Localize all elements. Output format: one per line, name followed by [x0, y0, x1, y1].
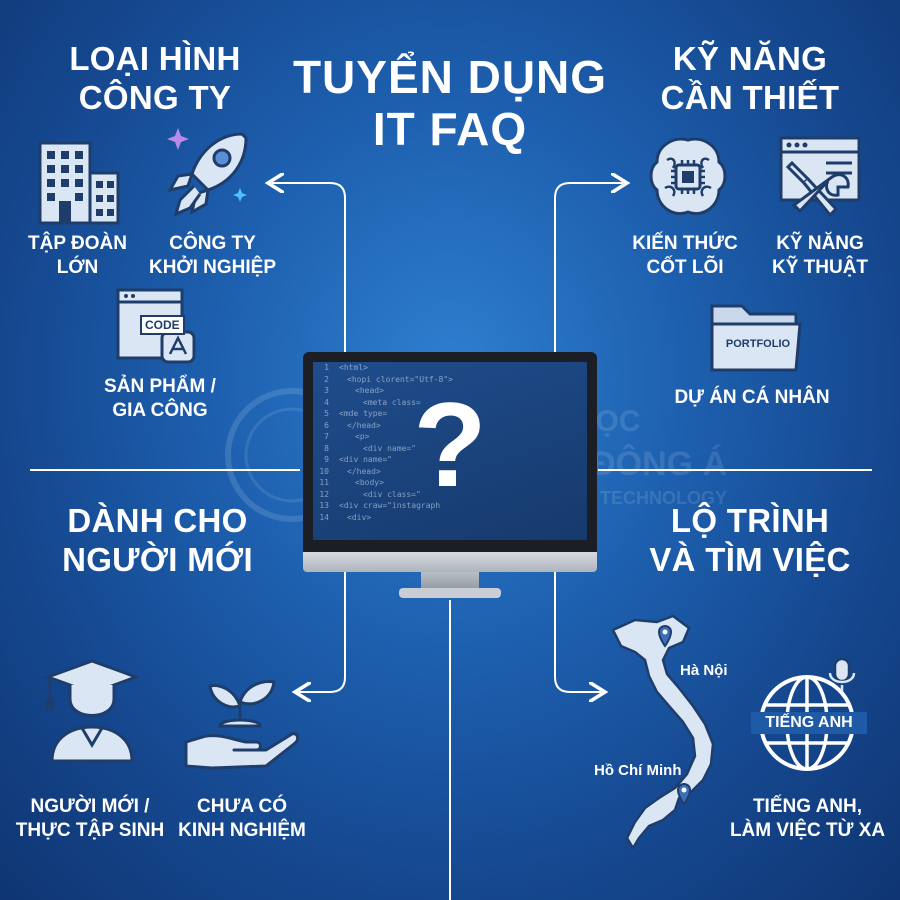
code-line-text: <mde type= — [339, 409, 388, 418]
code-line-text: <hopi clorent="Utf-8"> — [347, 374, 453, 384]
heading-newcomers: DÀNH CHO NGƯỜI MỚI — [62, 502, 253, 578]
label-intern: NGƯỜI MỚI / THỰC TẬP SINH — [15, 796, 165, 841]
globe-microphone-icon: TIẾNG ANH — [751, 655, 867, 775]
code-line-number: 10 — [319, 466, 329, 476]
code-line-text: <head> — [355, 386, 384, 395]
question-mark: ? — [413, 378, 487, 512]
label-startup: CÔNG TY KHỞI NGHIỆP — [148, 233, 277, 278]
code-line-number: 3 — [324, 386, 329, 395]
code-line: 1 <html> — [313, 362, 587, 374]
label-product-outsource: SẢN PHẨM / GIA CÔNG — [104, 376, 216, 421]
page-title: TUYỂN DỤNG IT FAQ — [285, 51, 615, 155]
code-line-number: 8 — [324, 443, 329, 453]
monitor-screen: 1 <html> 2 <hopi clorent="Utf-8"> 3 <head> 4 <m… — [313, 362, 587, 540]
code-badge: CODE — [140, 315, 185, 335]
code-line: 7 <p> — [313, 431, 587, 443]
code-line-text: </head> — [347, 420, 381, 430]
label-personal-projects: DỰ ÁN CÁ NHÂN — [674, 387, 830, 408]
globe-label: TIẾNG ANH — [751, 712, 867, 734]
code-line: 4 <meta class= — [313, 397, 587, 409]
code-line-number: 7 — [324, 432, 329, 441]
code-line-number: 11 — [319, 478, 329, 487]
monitor-chin — [303, 552, 597, 572]
monitor-neck — [421, 572, 479, 592]
code-line-number: 9 — [324, 455, 329, 464]
code-line: 8 <div name=" — [313, 443, 587, 455]
heading-career-path: LỘ TRÌNH VÀ TÌM VIỆC — [649, 502, 851, 578]
building-icon — [38, 141, 120, 225]
code-line-number: 4 — [324, 397, 329, 407]
label-large-corp: TẬP ĐOÀN LỚN — [28, 233, 127, 278]
heading-skills: KỸ NĂNG CẦN THIẾT — [660, 40, 840, 116]
code-line-number: 13 — [319, 501, 329, 510]
code-line: 14 <div> — [313, 512, 587, 524]
code-line: 11 <body> — [313, 477, 587, 489]
code-line-number: 6 — [324, 420, 329, 430]
code-line: 10 </head> — [313, 466, 587, 478]
browser-tools-icon — [779, 136, 861, 218]
code-line-text: <div name=" — [363, 443, 416, 453]
arrow-to-career-path — [554, 560, 601, 692]
code-box-icon: CODE — [116, 288, 198, 364]
title-line2: IT FAQ — [372, 102, 528, 155]
arrow-to-newcomers — [299, 560, 346, 692]
title-line1: TUYỂN DỤNG — [292, 51, 608, 103]
code-line-number: 12 — [319, 489, 329, 499]
code-line: 12 <div class=" — [313, 489, 587, 501]
portfolio-folder-icon: PORTFOLIO — [708, 298, 804, 374]
graduate-icon — [43, 659, 141, 763]
monitor-question-icon: 1 <html> 2 <hopi clorent="Utf-8"> 3 <head> 4 <m… — [303, 352, 597, 600]
code-line: 3 <head> — [313, 385, 587, 397]
code-line: 13 <div craw="instagraph — [313, 500, 587, 512]
code-line: 5 <mde type= — [313, 408, 587, 420]
code-line: 2 <hopi clorent="Utf-8"> — [313, 374, 587, 386]
code-line: 6 </head> — [313, 420, 587, 432]
code-line-text: </head> — [347, 466, 381, 476]
code-line-text: <p> — [355, 432, 370, 441]
heading-company-types: LOẠI HÌNH CÔNG TY — [69, 40, 241, 116]
code-line: 9 <div name=" — [313, 454, 587, 466]
label-english-remote: TIẾNG ANH, LÀM VIỆC TỪ XA — [729, 796, 886, 841]
vietnam-map-icon — [611, 614, 715, 850]
label-core-knowledge: KIẾN THỨC CỐT LÕI — [632, 233, 738, 278]
watermark-line3: OF TECHNOLOGY — [570, 488, 727, 508]
code-line-text: <body> — [355, 478, 384, 487]
arrow-to-skills — [554, 183, 623, 352]
hand-sprout-icon — [184, 680, 300, 770]
map-city-hanoi: Hà Nội — [680, 662, 728, 679]
code-line-number: 14 — [319, 512, 329, 522]
code-line-text: <div class=" — [363, 489, 421, 499]
label-technical-skills: KỸ NĂNG KỸ THUẬT — [771, 233, 869, 278]
label-no-experience: CHƯA CÓ KINH NGHIỆM — [178, 796, 306, 841]
rocket-icon — [167, 128, 248, 217]
code-line-text: <html> — [339, 363, 368, 372]
portfolio-badge: PORTFOLIO — [725, 338, 791, 350]
code-line-number: 2 — [324, 374, 329, 384]
code-line-text: <div> — [347, 512, 372, 522]
code-line-text: <div craw="instagraph — [339, 501, 441, 510]
monitor-stand-base — [399, 588, 501, 598]
code-line-text: <div name=" — [339, 455, 392, 464]
brain-chip-icon — [649, 137, 727, 215]
code-line-number: 5 — [324, 409, 329, 418]
code-line-text: <meta class= — [363, 397, 421, 407]
code-line-number: 1 — [324, 363, 329, 372]
arrow-to-company-types — [272, 183, 346, 352]
map-city-hcm: Hồ Chí Minh — [594, 762, 682, 779]
